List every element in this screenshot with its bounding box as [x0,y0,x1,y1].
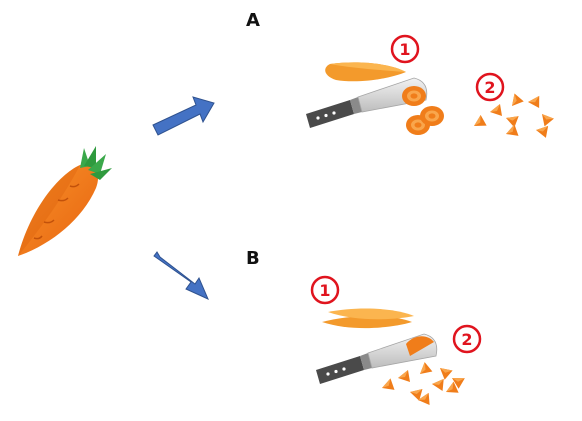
step-marker-b1: 1 [310,275,340,305]
svg-text:2: 2 [484,78,495,97]
step-marker-b2: 2 [452,324,482,354]
carrot-slice-icon [420,106,444,126]
label-b: B [246,248,260,269]
carrot-strips-b [322,308,414,329]
carrot-cut-b [406,336,434,356]
arrow-icon-a [152,96,215,136]
carrot-pieces-b [380,361,467,406]
carrot-half-a [325,62,406,82]
svg-text:1: 1 [399,40,410,59]
step-marker-a2: 2 [475,72,505,102]
svg-text:2: 2 [461,330,472,349]
svg-text:1: 1 [319,281,330,300]
label-a: A [246,10,260,31]
carrot-icon [18,146,112,256]
carrot-slice-icon [402,86,426,106]
step-marker-a1: 1 [390,34,420,64]
arrow-icon-b [153,251,209,300]
